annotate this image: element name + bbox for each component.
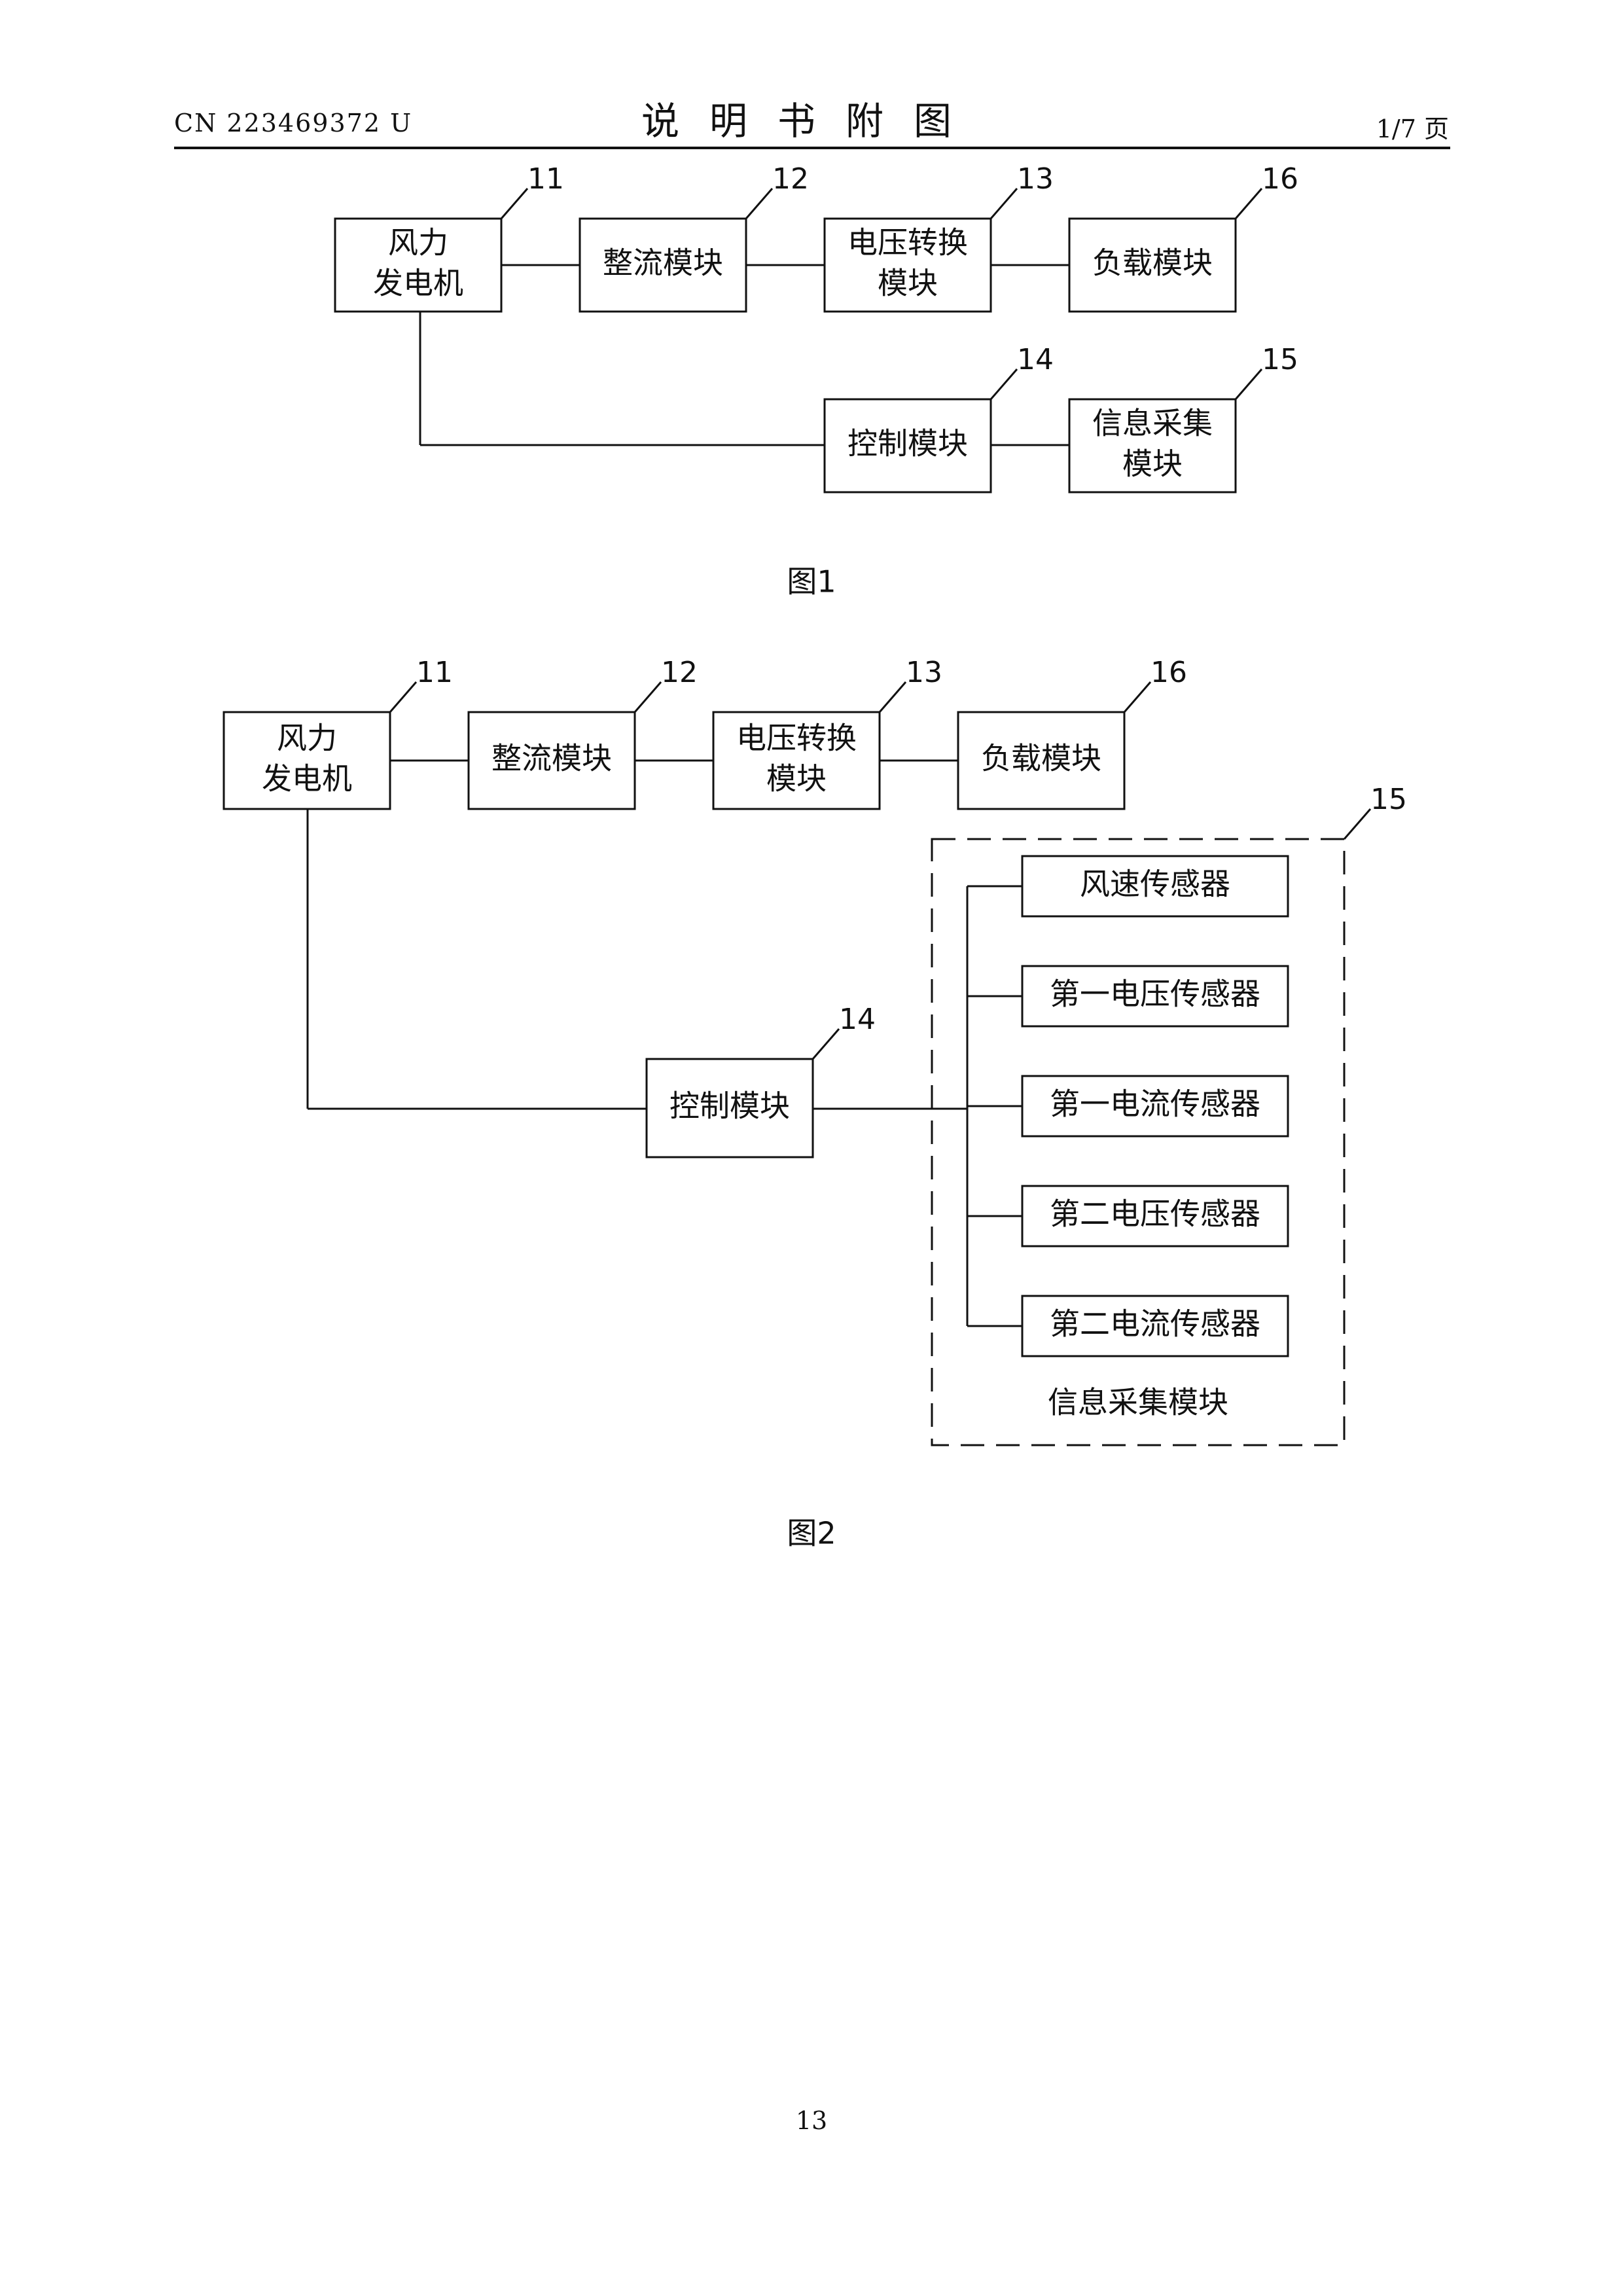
fig2-generator-label: 风力 <box>277 721 337 756</box>
fig2-rectifier-label: 整流模块 <box>491 741 612 776</box>
fig1-load-label: 负载模块 <box>1092 245 1213 281</box>
fig1-ref-rectifier-leader <box>746 188 772 219</box>
fig2-ref-load: 16 <box>1150 656 1187 689</box>
fig1-acquisition-label: 信息采集 <box>1092 406 1213 441</box>
fig1-control-label: 控制模块 <box>847 426 968 461</box>
fig1-ref-acquisition-leader <box>1236 369 1262 399</box>
fig2-sensor-label: 第一电压传感器 <box>1050 977 1260 1012</box>
fig1-rectifier-label: 整流模块 <box>603 245 723 281</box>
fig1-ref-rectifier: 12 <box>772 162 809 196</box>
fig2-ref-generator-leader <box>390 682 416 712</box>
fig1-ref-converter: 13 <box>1017 162 1054 196</box>
fig2-converter-label: 模块 <box>766 761 827 797</box>
fig1-ref-generator-leader <box>501 188 527 219</box>
fig1-generator-label: 风力 <box>388 225 448 260</box>
fig2-ref-control-leader <box>813 1029 839 1059</box>
fig2-sensor-label: 风速传感器 <box>1080 867 1230 902</box>
fig1-caption: 图1 <box>787 564 836 600</box>
fig1-generator-label: 发电机 <box>373 266 463 301</box>
fig2-ref-rectifier: 12 <box>661 656 698 689</box>
fig1-acquisition-label: 模块 <box>1122 446 1183 482</box>
fig2-sensor-label: 第二电压传感器 <box>1050 1196 1260 1232</box>
fig1-converter-label: 电压转换 <box>847 225 968 260</box>
fig2-sensor-label: 第二电流传感器 <box>1050 1306 1260 1342</box>
fig2-ref-acquisition-leader <box>1344 809 1370 839</box>
fig2-ref-control: 14 <box>839 1003 876 1036</box>
page-number: 13 <box>0 2106 1623 2135</box>
fig2-ref-rectifier-leader <box>635 682 661 712</box>
fig2-sensor-label: 第一电流传感器 <box>1050 1086 1260 1122</box>
fig1-ref-converter-leader <box>991 188 1017 219</box>
fig1-ref-generator: 11 <box>527 162 564 196</box>
fig2-ref-load-leader <box>1124 682 1150 712</box>
fig2-ref-generator: 11 <box>416 656 453 689</box>
fig1-converter-label: 模块 <box>878 266 938 301</box>
fig2-load-label: 负载模块 <box>981 741 1101 776</box>
fig1-ref-load-leader <box>1236 188 1262 219</box>
fig2-ref-converter-leader <box>880 682 906 712</box>
fig2-caption: 图2 <box>787 1516 836 1551</box>
fig2-generator-label: 发电机 <box>262 761 352 797</box>
fig2-control-label: 控制模块 <box>669 1088 790 1124</box>
fig1-ref-control-leader <box>991 369 1017 399</box>
fig1-ref-control: 14 <box>1017 343 1054 376</box>
fig2-ref-acquisition: 15 <box>1370 783 1407 816</box>
fig1-ref-acquisition: 15 <box>1262 343 1298 376</box>
fig2-ref-converter: 13 <box>906 656 942 689</box>
fig2-converter-label: 电压转换 <box>736 721 857 756</box>
fig2-acquisition-group-label: 信息采集模块 <box>1048 1385 1228 1420</box>
fig1-ref-load: 16 <box>1262 162 1298 196</box>
